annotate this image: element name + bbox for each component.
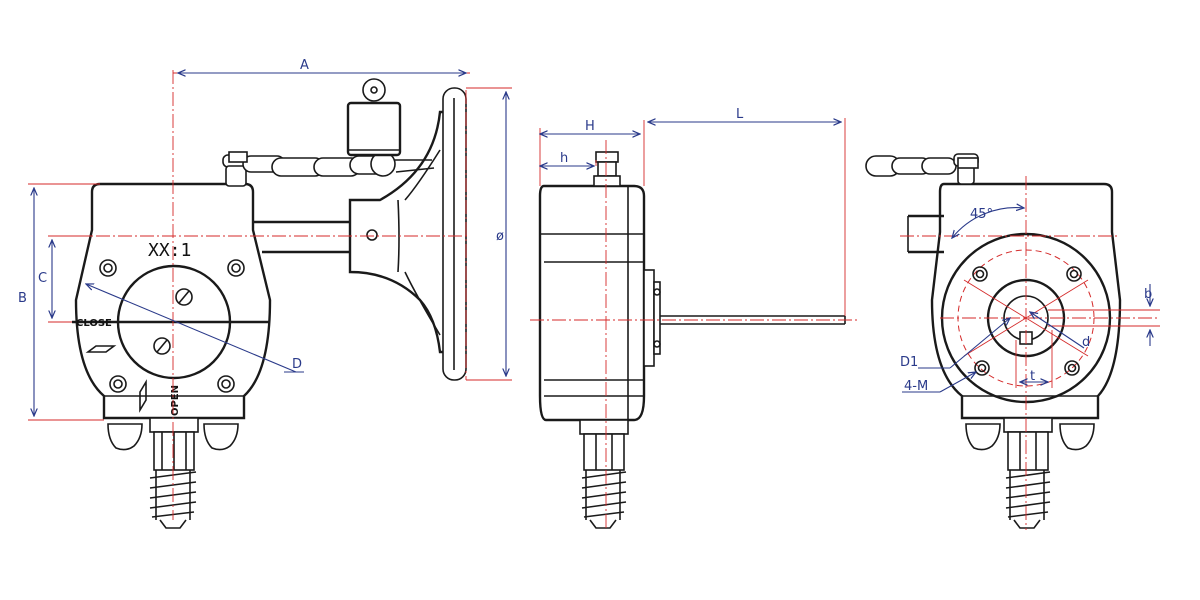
dim-t: t xyxy=(1030,369,1035,384)
dim-A: A xyxy=(300,58,309,73)
ratio-label: XX:1 xyxy=(148,240,191,261)
close-label: CLOSE xyxy=(76,318,112,329)
dim-D: D xyxy=(292,357,302,372)
side-view: H h L xyxy=(530,107,860,530)
open-arrow-icon xyxy=(139,379,147,413)
close-arrow-icon xyxy=(85,345,117,353)
cable-gland xyxy=(149,417,199,529)
front-housing xyxy=(74,182,272,420)
lock-chain xyxy=(222,78,435,187)
dim-C: C xyxy=(38,271,47,286)
dim-H: H xyxy=(585,119,595,134)
dim-B: B xyxy=(18,291,27,306)
dim-h: h xyxy=(560,151,568,166)
dim-L: L xyxy=(736,107,744,122)
bolt-hole xyxy=(972,266,1082,376)
dim-d: d xyxy=(1082,335,1090,350)
dim-M: 4-M xyxy=(904,379,928,394)
housing-bolt xyxy=(99,259,245,393)
open-label: OPEN xyxy=(170,385,181,416)
dim-phi: ø xyxy=(496,229,504,244)
rear-view: 45° b d D1 4-M t xyxy=(865,153,1160,530)
front-view: XX:1 CLOSE OPEN xyxy=(18,58,512,529)
dim-b: b xyxy=(1144,287,1152,302)
dim-angle: 45° xyxy=(970,207,993,222)
rear-housing xyxy=(930,182,1122,420)
dial-screw xyxy=(153,288,193,355)
dim-D1: D1 xyxy=(900,355,918,370)
side-housing xyxy=(538,184,646,422)
handwheel-hub xyxy=(348,110,446,354)
